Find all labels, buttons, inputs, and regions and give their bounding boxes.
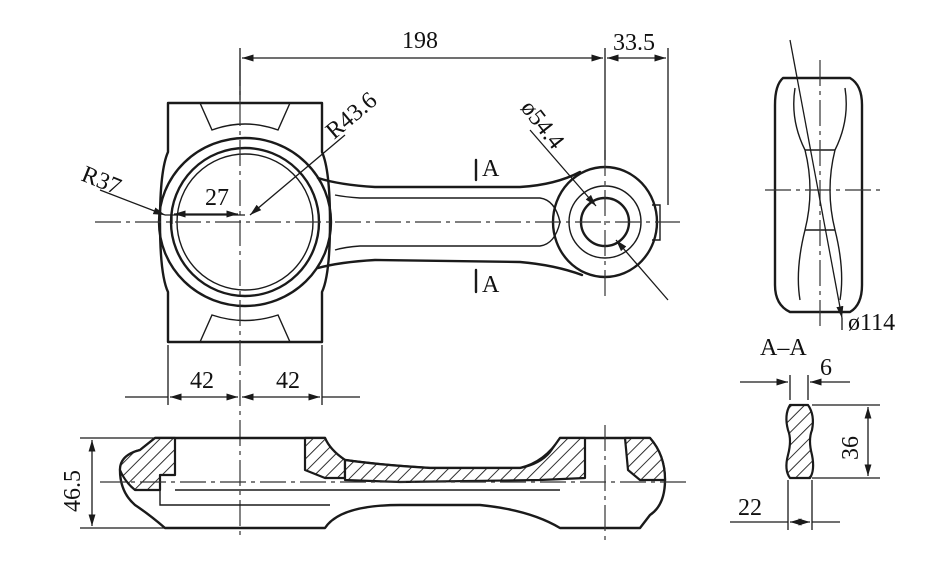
shank-lower-edge bbox=[316, 258, 584, 277]
dim-o54-4: ø54.4 bbox=[515, 96, 569, 155]
bottom-view: 46.5 bbox=[60, 425, 690, 540]
bottom-boss-notch bbox=[199, 314, 291, 343]
section-a-a: A–A 6 36 22 bbox=[730, 335, 880, 530]
dim-36: 36 bbox=[838, 436, 864, 460]
cut-marker-bottom-label: A bbox=[482, 272, 500, 298]
dimension-center-distance: 198 33.5 bbox=[239, 28, 669, 205]
dimension-half-widths: 42 42 bbox=[125, 345, 360, 405]
side-outline bbox=[773, 76, 864, 314]
dim-42-right: 42 bbox=[276, 368, 300, 394]
dim-o114: ø114 bbox=[848, 310, 895, 336]
dim-r37: R37 bbox=[78, 161, 125, 200]
top-boss-notch bbox=[199, 102, 291, 131]
big-end-block bbox=[158, 101, 332, 344]
bottom-lower-step bbox=[159, 490, 330, 506]
side-diameter-leader bbox=[789, 39, 844, 319]
shank-upper-edge bbox=[316, 170, 582, 189]
dim-22: 22 bbox=[738, 495, 762, 521]
section-profile bbox=[785, 403, 815, 480]
side-inner-left bbox=[793, 87, 811, 301]
dim-46-5: 46.5 bbox=[60, 470, 86, 512]
cut-marker-top-label: A bbox=[482, 156, 500, 182]
front-view: A A bbox=[95, 60, 680, 540]
dim-6: 6 bbox=[820, 355, 832, 381]
bottom-section-left bbox=[118, 436, 177, 492]
bottom-section-web bbox=[343, 436, 587, 484]
dim-27: 27 bbox=[205, 185, 229, 211]
dim-198: 198 bbox=[402, 28, 438, 54]
dim-33-5: 33.5 bbox=[613, 30, 655, 56]
bottom-section-left-boss bbox=[303, 436, 347, 480]
dim-r43-6: R43.6 bbox=[321, 87, 382, 144]
side-view: ø114 bbox=[765, 39, 895, 336]
dim-42-left: 42 bbox=[190, 368, 214, 394]
bottom-section-right bbox=[623, 436, 667, 482]
section-title: A–A bbox=[760, 335, 807, 361]
